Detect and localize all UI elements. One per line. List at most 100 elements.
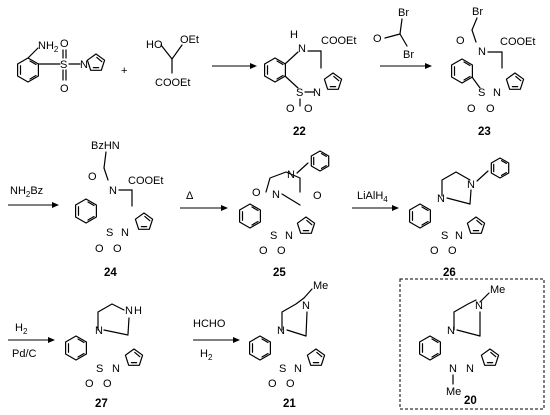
arrow-step-2: Br O Br (373, 7, 432, 69)
sulfonyl-o-top: O (60, 38, 69, 50)
compound-number-24: 24 (104, 267, 117, 279)
compound-20-dashed-box (399, 278, 545, 410)
piperazine-n-20: N (475, 300, 483, 312)
pyrrole-n-20: N (466, 363, 474, 375)
ring-n-20: N (447, 325, 455, 337)
s-oxygen-24b: O (113, 243, 122, 255)
ring-s: S (296, 87, 303, 99)
ring-s-27: S (96, 363, 103, 375)
s-oxygen-25a: O (259, 245, 268, 257)
ring-n-23: N (478, 46, 486, 58)
s-oxygen-26b: O (448, 245, 457, 257)
nh-hydrogen: H (290, 29, 298, 41)
reagent-o: O (373, 33, 382, 45)
sulfonyl-s: S (60, 59, 67, 71)
compound-20-structure: Me N N N Me N (419, 284, 505, 398)
compound-number-26: 26 (443, 267, 456, 279)
ring-s-24: S (106, 227, 113, 239)
glyoxylate-oet: OEt (180, 34, 199, 46)
ring-n-24: N (109, 185, 117, 197)
piperazine-n-26: N (467, 179, 475, 191)
s-oxygen-23b: O (486, 103, 495, 115)
compound-21-structure: Me N N S O O N (249, 280, 328, 390)
compound-24-structure: BzHN O N COOEt S O O N (74, 140, 163, 255)
compound-25-structure: O N O N S O O N (239, 150, 330, 257)
arrow-step-3: NH2Bz (8, 185, 59, 208)
piperazine-n-21: N (302, 300, 310, 312)
sulfonyl-o-bottom: O (60, 83, 69, 95)
bzhn-group: BzHN (91, 140, 120, 152)
s-oxygen-23a: O (467, 103, 476, 115)
diketo-o-1: O (252, 187, 261, 199)
s-oxygen-21b: O (286, 378, 295, 390)
amide-o: O (456, 35, 465, 47)
compound-number-27: 27 (95, 398, 108, 410)
arrow-step-7: HCHO H2 (193, 318, 240, 362)
amine-n-20: N (449, 363, 457, 375)
compound-26-structure: N N S O O N (409, 157, 510, 257)
amide-o-24: O (88, 171, 97, 183)
n-methyl-21: Me (313, 280, 328, 292)
arrow-step-5: LiAlH4 (352, 190, 399, 211)
compound-number-25: 25 (273, 267, 286, 279)
diketo-o-2: O (313, 190, 322, 202)
s-oxygen-27a: O (85, 378, 94, 390)
ring-n-26: N (437, 193, 445, 205)
arrow-step-4: Δ (180, 190, 228, 211)
compound-22-structure: H N COOEt S O O N (264, 29, 356, 115)
condition-pdc: Pd/C (12, 348, 37, 360)
s-oxygen-2: O (304, 103, 313, 115)
pyrrole-n-24: N (121, 227, 129, 239)
s-oxygen-24a: O (95, 243, 104, 255)
piperazine-n-25: N (287, 169, 295, 181)
condition-hcho: HCHO (193, 318, 226, 330)
reagent-br-1: Br (398, 7, 409, 19)
ring-n: N (298, 43, 306, 55)
piperazine-nh-27: N (125, 305, 133, 317)
ring-s-25: S (270, 230, 277, 242)
compound-27-structure: N H N S O O N (64, 303, 144, 390)
n-methyl-20-bottom: Me (446, 386, 461, 398)
ring-n-27: N (95, 325, 103, 337)
pyrrole-n-26: N (455, 230, 463, 242)
arrow-step-6: H2 Pd/C (8, 322, 55, 360)
cooet-group: COOEt (321, 35, 356, 47)
compound-number-22: 22 (293, 126, 306, 138)
ring-s-26: S (441, 230, 448, 242)
bromo-br: Br (472, 6, 483, 18)
condition-lialh4: LiAlH4 (357, 190, 388, 204)
compound-number-23: 23 (478, 126, 491, 138)
amine-label: NH2 (38, 40, 59, 54)
compound-23-structure: Br O N COOEt S O O N (451, 6, 535, 115)
pyrrole-n-23: N (493, 87, 501, 99)
condition-heat: Δ (186, 190, 194, 202)
arrow-step-1 (212, 63, 257, 69)
condition-h2-step7: H2 (200, 348, 213, 362)
glyoxylate-ho: HO (146, 39, 163, 51)
reagent-br-2: Br (403, 49, 414, 61)
ring-s-21: S (279, 363, 286, 375)
s-oxygen-25b: O (277, 245, 286, 257)
cooet-group-24: COOEt (128, 175, 163, 187)
ring-n-25: N (272, 189, 280, 201)
ring-s-23: S (478, 87, 485, 99)
s-oxygen-1: O (286, 103, 295, 115)
pyrrole-n-21: N (294, 363, 302, 375)
pyrrole-n-22: N (313, 87, 321, 99)
pyrrole-n-27: N (112, 363, 120, 375)
piperazine-h-27: H (134, 305, 142, 317)
condition-nh2bz: NH2Bz (10, 185, 43, 199)
compound-number-20: 20 (464, 395, 477, 407)
starting-aniline-structure: NH2 S O O N (17, 38, 106, 95)
glyoxylate-structure: HO OEt COOEt (146, 34, 199, 89)
s-oxygen-21a: O (268, 378, 277, 390)
n-methyl-20-top: Me (490, 284, 505, 296)
cooet-group-23: COOEt (500, 36, 535, 48)
glyoxylate-cooet: COOEt (155, 77, 190, 89)
s-oxygen-26a: O (430, 245, 439, 257)
plus-sign: + (121, 65, 127, 77)
pyrrole-n-25: N (285, 230, 293, 242)
ring-n-21: N (277, 325, 285, 337)
compound-number-21: 21 (283, 398, 296, 410)
